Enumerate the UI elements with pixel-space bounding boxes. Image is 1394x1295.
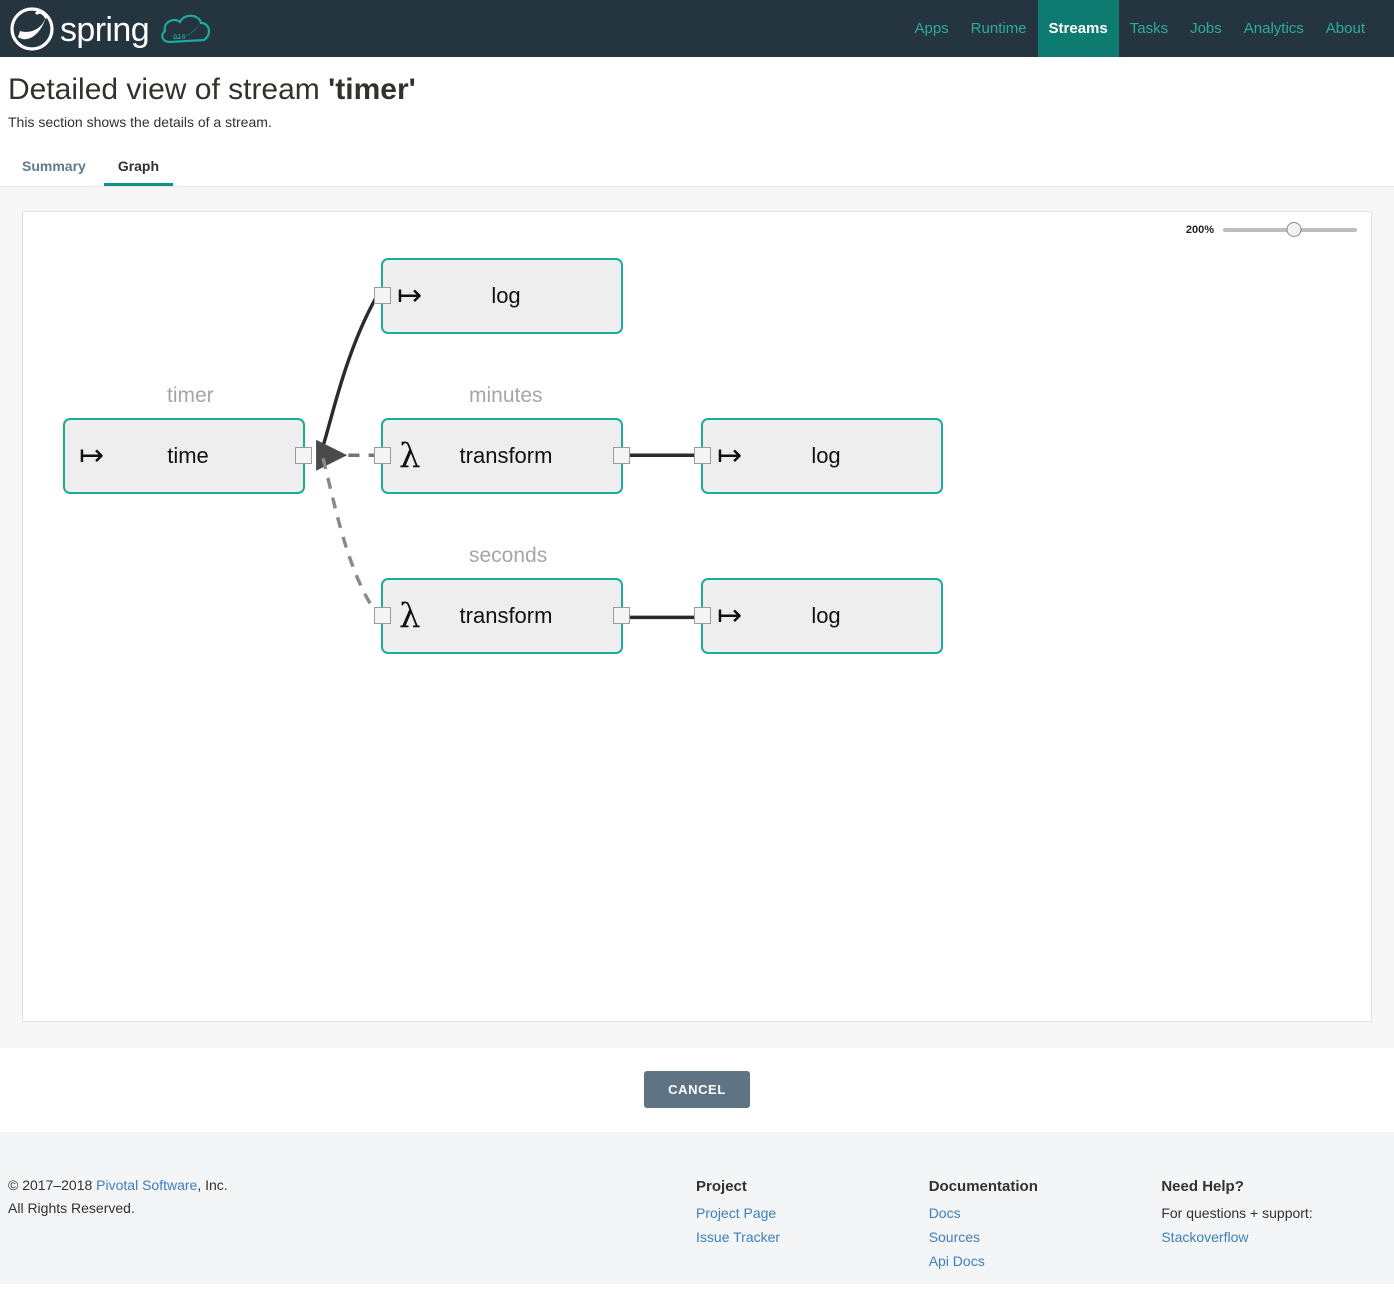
page-footer: © 2017–2018 Pivotal Software, Inc. All R… — [0, 1131, 1394, 1284]
page-title: Detailed view of stream 'timer' — [8, 73, 1386, 108]
footer-link-api-docs[interactable]: Api Docs — [928, 1252, 985, 1269]
nav-item-runtime[interactable]: Runtime — [970, 20, 1027, 37]
node-name-timer: timer — [167, 383, 214, 407]
node-input-port[interactable] — [374, 606, 391, 624]
node-label: log — [811, 442, 841, 468]
source-arrow-icon: ↦ — [79, 438, 105, 472]
node-input-port[interactable] — [374, 446, 391, 464]
lambda-icon: λ — [399, 595, 421, 636]
stream-graph: ↦ log timer ↦ time minutes λ transform — [23, 212, 1371, 1021]
cancel-button[interactable]: CANCEL — [644, 1071, 750, 1108]
source-arrow-icon: ↦ — [717, 598, 743, 632]
source-arrow-icon: ↦ — [397, 278, 423, 312]
top-navigation-bar: spring 010 Apps Runtime Streams Tasks Jo… — [0, 0, 1394, 57]
footer-column-documentation: Documentation Docs Sources Api Docs — [929, 1174, 1162, 1284]
page-subtitle: This section shows the details of a stre… — [8, 113, 272, 130]
footer-link-docs[interactable]: Docs — [928, 1205, 961, 1221]
graph-node-log-top[interactable]: ↦ log — [374, 257, 623, 334]
graph-node-log-seconds[interactable]: ↦ log — [694, 577, 943, 654]
footer-link-issue-tracker[interactable]: Issue Tracker — [696, 1228, 781, 1245]
copyright-prefix: © 2017–2018 — [8, 1176, 97, 1193]
brand-logo[interactable]: spring 010 — [0, 0, 215, 57]
node-output-port[interactable] — [295, 446, 312, 464]
node-input-port[interactable] — [694, 606, 711, 624]
nav-item-tasks[interactable]: Tasks — [1129, 20, 1169, 37]
footer-column-title: Project — [696, 1177, 747, 1195]
footer-column-title: Documentation — [928, 1177, 1038, 1195]
node-output-port[interactable] — [613, 606, 630, 624]
graph-node-transform-minutes[interactable]: λ transform — [374, 417, 630, 494]
node-label: time — [167, 442, 209, 468]
source-arrow-icon: ↦ — [717, 438, 743, 472]
tab-bar: Summary Graph — [8, 152, 1394, 186]
footer-support-text: For questions + support: — [1161, 1205, 1313, 1221]
node-label: transform — [459, 442, 553, 468]
spring-cloud-dataflow-icon: 010 — [155, 9, 215, 49]
zoom-slider-thumb[interactable] — [1286, 222, 1302, 237]
spring-leaf-icon — [10, 6, 54, 51]
graph-canvas[interactable]: 200% — [22, 210, 1372, 1022]
page-header: Detailed view of stream 'timer' This sec… — [0, 57, 1394, 130]
footer-link-project-page[interactable]: Project Page — [696, 1205, 777, 1221]
zoom-control: 200% — [1185, 222, 1357, 237]
pivotal-software-link[interactable]: Pivotal Software — [96, 1176, 198, 1193]
zoom-slider[interactable] — [1223, 222, 1357, 237]
page-title-stream-name: 'timer' — [328, 73, 416, 106]
footer-column-project: Project Project Page Issue Tracker — [696, 1174, 929, 1284]
node-name-seconds: seconds — [469, 543, 548, 567]
nav-item-analytics[interactable]: Analytics — [1243, 20, 1304, 37]
graph-edges — [316, 296, 705, 619]
graph-node-transform-seconds[interactable]: λ transform — [374, 577, 630, 654]
brand-wordmark: spring — [60, 10, 150, 49]
lambda-icon: λ — [399, 435, 421, 476]
footer-link-stackoverflow[interactable]: Stackoverflow — [1161, 1228, 1249, 1245]
page-title-prefix: Detailed view of stream — [8, 73, 329, 106]
svg-text:010: 010 — [173, 33, 186, 41]
node-output-port[interactable] — [613, 446, 630, 464]
graph-panel: 200% — [0, 185, 1394, 1048]
graph-node-time[interactable]: ↦ time — [63, 417, 312, 494]
rights-reserved: All Rights Reserved. — [8, 1200, 135, 1217]
footer-column-title: Need Help? — [1161, 1177, 1244, 1195]
nav-item-apps[interactable]: Apps — [914, 20, 949, 37]
node-input-port[interactable] — [694, 446, 711, 464]
tab-graph[interactable]: Graph — [103, 152, 174, 186]
footer-column-need-help: Need Help? For questions + support: Stac… — [1161, 1174, 1394, 1284]
zoom-level-label: 200% — [1185, 223, 1214, 236]
tab-summary[interactable]: Summary — [22, 157, 86, 174]
node-name-minutes: minutes — [469, 383, 543, 407]
node-label: log — [491, 282, 521, 308]
node-label: transform — [459, 602, 553, 628]
nav-item-about[interactable]: About — [1325, 20, 1365, 37]
node-input-port[interactable] — [374, 286, 391, 304]
nav-item-streams[interactable]: Streams — [1037, 0, 1119, 57]
main-nav: Apps Runtime Streams Tasks Jobs Analytic… — [903, 0, 1394, 57]
copyright-suffix: , Inc. — [197, 1176, 228, 1193]
footer-copyright: © 2017–2018 Pivotal Software, Inc. All R… — [0, 1174, 696, 1284]
nav-item-jobs[interactable]: Jobs — [1190, 20, 1222, 37]
graph-node-log-minutes[interactable]: ↦ log — [694, 417, 943, 494]
node-label: log — [811, 602, 841, 628]
footer-link-sources[interactable]: Sources — [928, 1228, 981, 1245]
form-actions: CANCEL — [0, 1047, 1394, 1132]
